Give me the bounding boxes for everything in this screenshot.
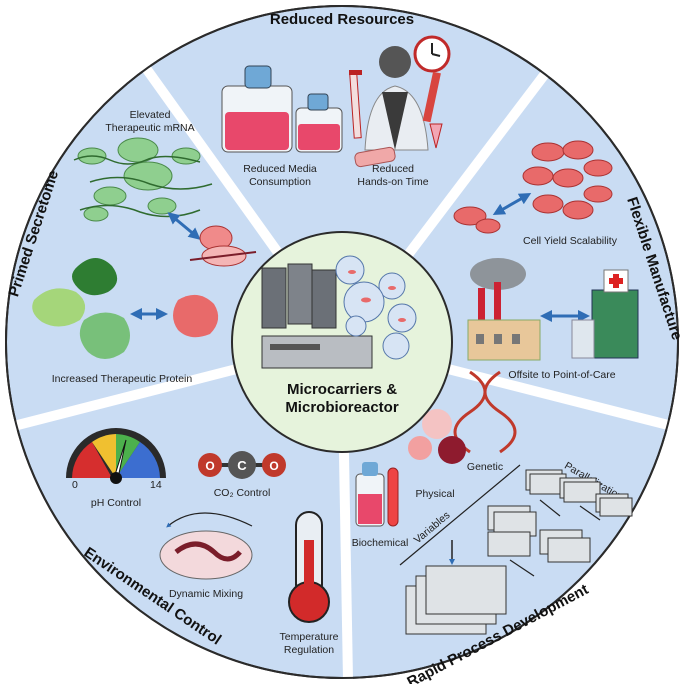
center-title-line2: Microbioreactor — [285, 399, 399, 416]
translation-ribosome-icon — [189, 225, 257, 267]
variables-axis — [399, 464, 521, 566]
protein-icons — [32, 258, 219, 359]
factory-icon — [467, 258, 541, 361]
temp-label-2: Regulation — [284, 644, 334, 656]
mrna-label-2: Therapeutic mRNA — [105, 122, 194, 134]
media-flask-icon — [221, 65, 343, 153]
media-label-2: Consumption — [249, 176, 311, 188]
center-title-line1: Microcarriers & — [287, 381, 397, 398]
temp-label-1: Temperature — [280, 631, 339, 643]
hands-label-1: Reduced — [372, 163, 414, 175]
syringe-icon — [349, 70, 362, 139]
parallel-branches — [509, 499, 601, 577]
microbioreactor-plates-icon — [405, 469, 633, 635]
media-label-1: Reduced Media — [243, 163, 317, 175]
clock-icon — [413, 35, 451, 73]
mrna-label-1: Elevated — [130, 109, 171, 121]
ph-gauge-icon — [66, 428, 166, 484]
co2-o-right: O — [269, 459, 278, 473]
scalability-arrow — [492, 193, 532, 215]
microbioreactor-device-icon — [261, 263, 373, 369]
scientist-icon — [364, 46, 429, 151]
mixing-label: Dynamic Mixing — [169, 588, 243, 600]
ph-max-label: 14 — [150, 479, 162, 491]
genetic-label: Genetic — [467, 461, 503, 473]
cell-cluster-icon — [453, 140, 613, 234]
sector-title-reduced-resources-flat: Reduced Resources — [270, 11, 414, 28]
center-hub: Microcarriers & Microbioreactor — [231, 231, 453, 453]
physical-label: Physical — [415, 488, 454, 500]
biochemical-bottle-icon — [355, 462, 399, 527]
hands-label-2: Hands-on Time — [357, 176, 428, 188]
hospital-icon — [571, 269, 639, 359]
ph-min-label: 0 — [72, 479, 78, 491]
scalability-label: Cell Yield Scalability — [523, 235, 618, 247]
ph-label: pH Control — [91, 497, 141, 509]
co2-label: CO₂ Control — [214, 487, 271, 499]
thermometer-icon — [288, 511, 330, 623]
protein-label: Increased Therapeutic Protein — [52, 373, 193, 385]
co2-o-left: O — [205, 459, 214, 473]
biochemical-label: Biochemical — [352, 537, 409, 549]
offsite-label: Offsite to Point-of-Care — [508, 369, 615, 381]
mrna-arrow — [167, 212, 201, 240]
co2-molecule-icon — [198, 451, 286, 479]
petri-dish-icon — [159, 530, 253, 580]
physical-spheres-icon — [408, 409, 466, 464]
sector-reduced-resources: Reduced Resources Reduced Media Consumpt… — [221, 11, 451, 188]
pipette-icon — [422, 71, 443, 149]
co2-c: C — [237, 458, 247, 473]
